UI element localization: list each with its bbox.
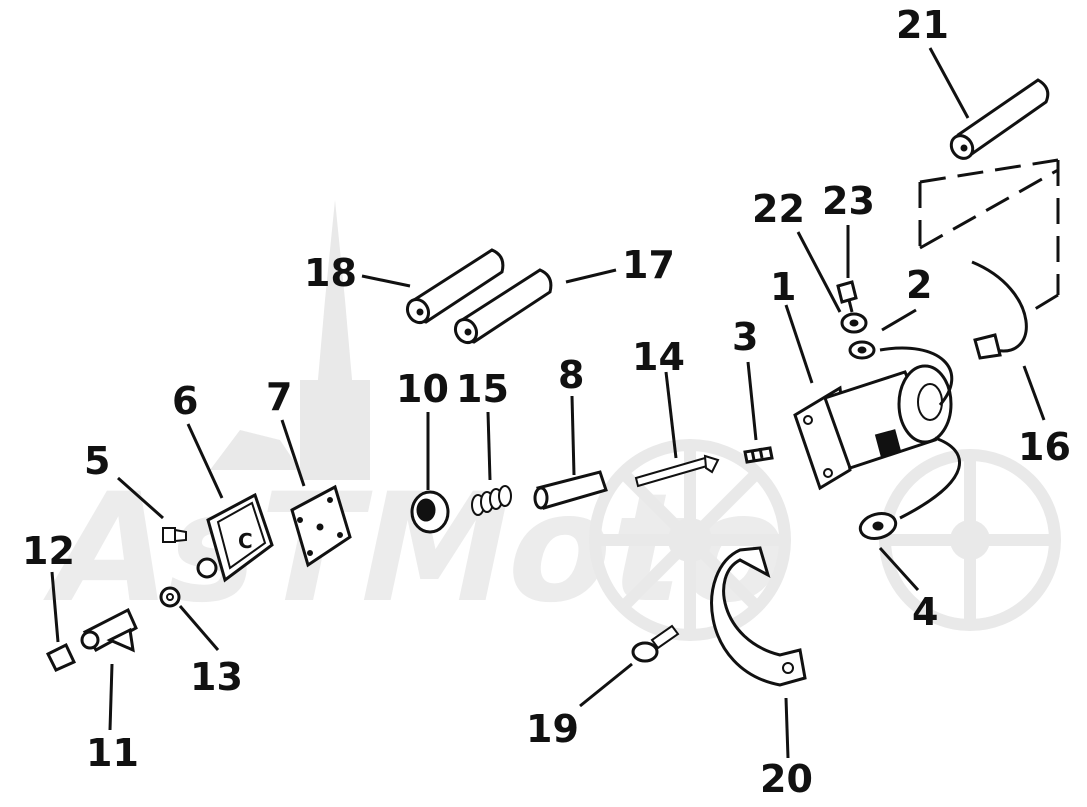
callout-19: 19 xyxy=(526,707,579,751)
part-11-fitting xyxy=(80,607,138,653)
callouts: 1 2 3 4 5 6 7 8 10 11 12 13 14 15 16 17 … xyxy=(22,3,1071,801)
part-1-solenoid xyxy=(793,364,953,491)
part-12-cap xyxy=(45,642,77,672)
callout-21: 21 xyxy=(896,3,949,47)
callout-6: 6 xyxy=(172,379,198,423)
callout-11: 11 xyxy=(86,731,139,775)
alignment-dashed-lines xyxy=(918,158,1060,317)
part-13-washer xyxy=(159,586,181,608)
part-20-bracket xyxy=(710,546,807,687)
callout-22: 22 xyxy=(752,187,805,231)
callout-2: 2 xyxy=(906,263,932,307)
callout-18: 18 xyxy=(304,251,357,295)
callout-10: 10 xyxy=(396,367,449,411)
part-5-screw xyxy=(162,527,187,543)
callout-13: 13 xyxy=(190,655,243,699)
leader-lines xyxy=(50,47,1046,759)
part-8-plunger xyxy=(533,470,608,510)
part-3-spring xyxy=(743,446,774,464)
part-22-washer xyxy=(840,312,868,334)
part-16-clip xyxy=(971,260,1028,360)
part-10-cap xyxy=(410,490,450,534)
part-19-screw xyxy=(631,624,680,663)
callout-14: 14 xyxy=(632,335,685,379)
callout-23: 23 xyxy=(822,179,875,223)
callout-3: 3 xyxy=(732,315,758,359)
callout-8: 8 xyxy=(558,353,584,397)
callout-20: 20 xyxy=(760,757,813,801)
callout-4: 4 xyxy=(912,590,938,634)
callout-12: 12 xyxy=(22,529,75,573)
part-2-wire xyxy=(848,340,954,406)
part-14-rod xyxy=(634,454,720,488)
callout-17: 17 xyxy=(622,243,675,287)
callout-1: 1 xyxy=(770,265,796,309)
svg-text:C: C xyxy=(238,529,253,553)
part-4-wire xyxy=(858,436,961,540)
part-17-sleeve xyxy=(453,268,553,345)
part-15-spring xyxy=(471,485,512,516)
part-7-gasket xyxy=(290,484,352,568)
callout-16: 16 xyxy=(1018,425,1071,469)
part-18-sleeve xyxy=(405,248,505,325)
callout-7: 7 xyxy=(266,375,292,419)
part-23-screw xyxy=(836,280,858,313)
callout-15: 15 xyxy=(456,367,509,411)
callout-5: 5 xyxy=(84,439,110,483)
watermark: AsTMoto xyxy=(35,200,1061,641)
part-6-cover: C xyxy=(196,492,274,583)
part-21-sleeve xyxy=(949,78,1050,160)
